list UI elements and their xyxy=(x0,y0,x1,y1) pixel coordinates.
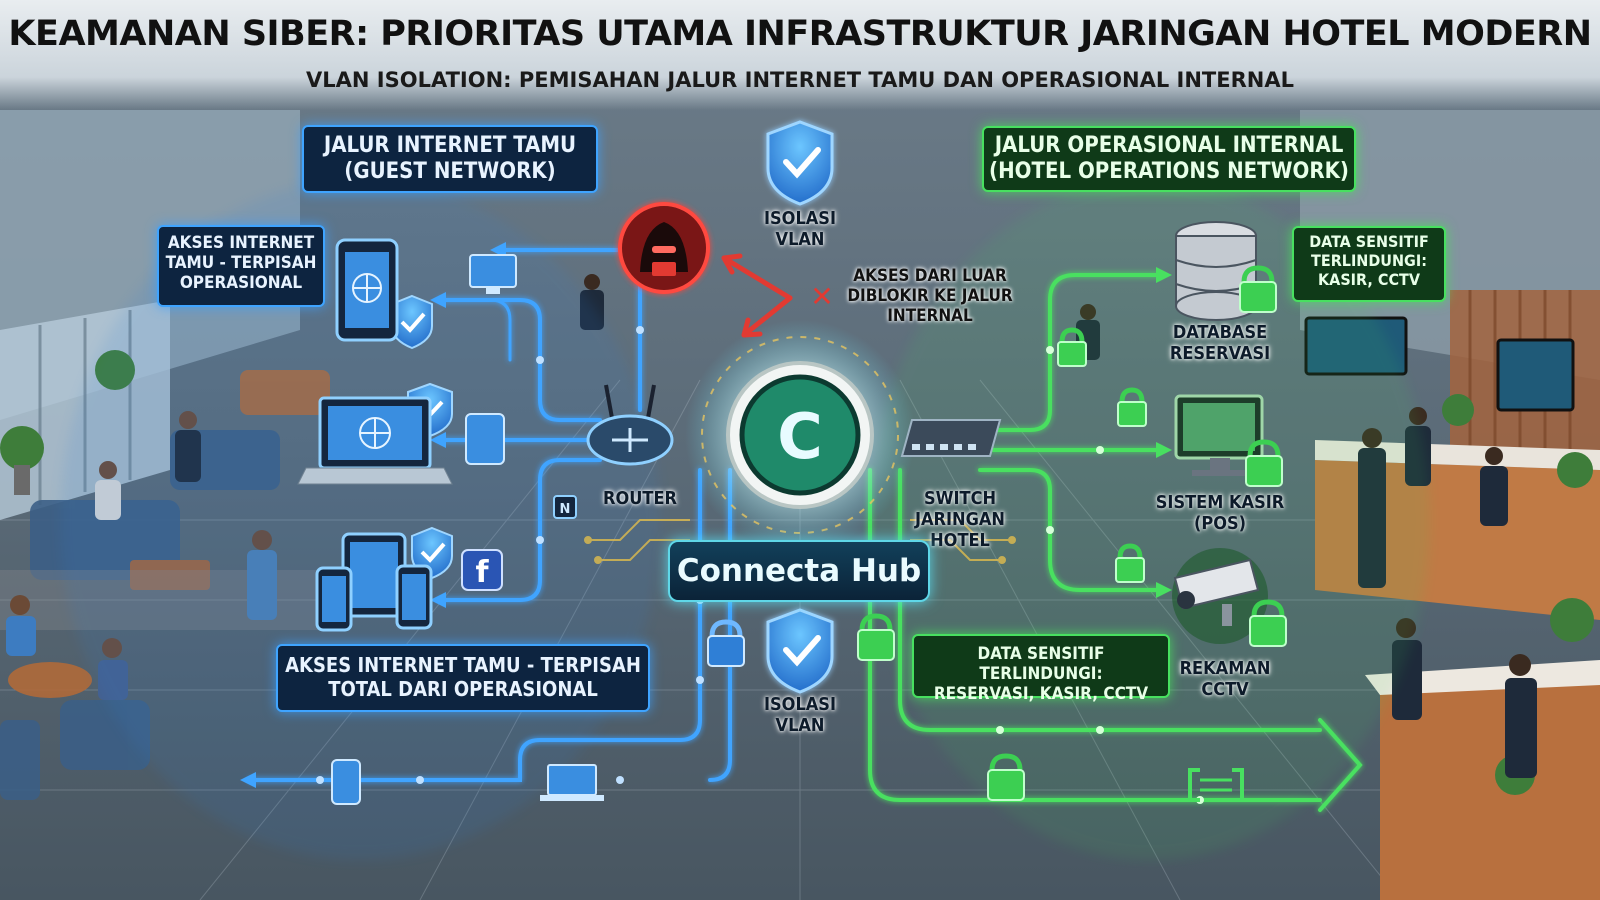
page-subtitle: VLAN ISOLATION: PEMISAHAN JALUR INTERNET… xyxy=(0,68,1600,92)
vlan-shield-bottom-icon xyxy=(768,610,832,692)
hacker-threat-icon xyxy=(620,204,708,292)
vlan-shield-top-icon xyxy=(768,122,832,204)
isolasi-bottom-line: VLAN xyxy=(750,715,850,736)
blocked-label-line: AKSES DARI LUAR xyxy=(840,266,1020,286)
internal-network-title-panel: JALUR OPERASIONAL INTERNAL (HOTEL OPERAT… xyxy=(982,126,1356,192)
sensitive-top-line: DATA SENSITIF xyxy=(1294,233,1444,252)
sensitive-top-line: KASIR, CCTV xyxy=(1294,271,1444,290)
wall-monitor-screen xyxy=(1498,340,1573,410)
switch-icon xyxy=(902,420,1000,456)
bottom-phone-icon xyxy=(332,760,360,804)
smartphone-icon xyxy=(337,240,397,340)
guest-bottom-label-line: TOTAL DARI OPERASIONAL xyxy=(278,678,648,702)
internal-network-title: JALUR OPERASIONAL INTERNAL xyxy=(984,133,1354,159)
nfc-glyph: N xyxy=(560,502,571,517)
isolasi-vlan-bottom-label: ISOLASI VLAN xyxy=(750,694,850,736)
guest-network-subtitle: (GUEST NETWORK) xyxy=(304,159,596,185)
sensitive-data-bottom-panel: DATA SENSITIF TERLINDUNGI: RESERVASI, KA… xyxy=(912,634,1170,698)
cctv-label-line: REKAMAN xyxy=(1160,658,1290,679)
isolasi-bottom-line: ISOLASI xyxy=(750,694,850,715)
sensitive-data-top-panel: DATA SENSITIF TERLINDUNGI: KASIR, CCTV xyxy=(1292,226,1446,302)
guest-network-title: JALUR INTERNET TAMU xyxy=(304,133,596,159)
connecta-hub-label: Connecta Hub xyxy=(668,540,930,602)
cctv-label: REKAMAN CCTV xyxy=(1160,658,1290,700)
sensitive-top-line: TERLINDUNGI: xyxy=(1294,252,1444,271)
blocked-label-line: INTERNAL xyxy=(840,306,1020,326)
guest-side-label-line: OPERASIONAL xyxy=(159,273,323,293)
blocked-label-line: DIBLOKIR KE JALUR xyxy=(840,286,1020,306)
cctv-label-line: CCTV xyxy=(1160,679,1290,700)
pos-label: SISTEM KASIR (POS) xyxy=(1140,492,1300,534)
isolasi-vlan-top-label: ISOLASI VLAN xyxy=(750,208,850,250)
facebook-icon: f xyxy=(462,550,502,590)
blocked-x-icon: ✕ xyxy=(810,280,833,313)
internal-network-subtitle: (HOTEL OPERATIONS NETWORK) xyxy=(984,159,1354,185)
guest-bottom-label-panel: AKSES INTERNET TAMU - TERPISAH TOTAL DAR… xyxy=(276,644,650,712)
bottom-laptop-icon xyxy=(540,765,604,801)
guest-laptop-icon xyxy=(298,398,452,484)
sensitive-bottom-line: RESERVASI, KASIR, CCTV xyxy=(914,684,1168,704)
pos-label-line: (POS) xyxy=(1140,513,1300,534)
guest-side-label-line: AKSES INTERNET xyxy=(159,233,323,253)
isolasi-top-line: VLAN xyxy=(750,229,850,250)
guest-bottom-label-line: AKSES INTERNET TAMU - TERPISAH xyxy=(278,654,648,678)
switch-label-line: SWITCH xyxy=(900,488,1020,509)
small-tablet-icon xyxy=(466,414,504,464)
sensitive-bottom-line: DATA SENSITIF TERLINDUNGI: xyxy=(914,644,1168,684)
database-label-line: DATABASE xyxy=(1150,322,1290,343)
database-label: DATABASE RESERVASI xyxy=(1150,322,1290,364)
isolasi-top-line: ISOLASI xyxy=(750,208,850,229)
hub-logo-glyph: C xyxy=(777,400,823,473)
facebook-glyph: f xyxy=(475,555,489,590)
database-label-line: RESERVASI xyxy=(1150,343,1290,364)
blocked-access-label: AKSES DARI LUAR DIBLOKIR KE JALUR INTERN… xyxy=(840,266,1020,326)
switch-label-line: JARINGAN xyxy=(900,509,1020,530)
router-label: ROUTER xyxy=(590,488,690,509)
nfc-icon: N xyxy=(554,496,576,518)
page-title: KEAMANAN SIBER: PRIORITAS UTAMA INFRASTR… xyxy=(0,14,1600,54)
guest-side-label-line: TAMU - TERPISAH xyxy=(159,253,323,273)
pos-label-line: SISTEM KASIR xyxy=(1140,492,1300,513)
guest-network-title-panel: JALUR INTERNET TAMU (GUEST NETWORK) xyxy=(302,125,598,193)
guest-side-label-panel: AKSES INTERNET TAMU - TERPISAH OPERASION… xyxy=(157,225,325,307)
